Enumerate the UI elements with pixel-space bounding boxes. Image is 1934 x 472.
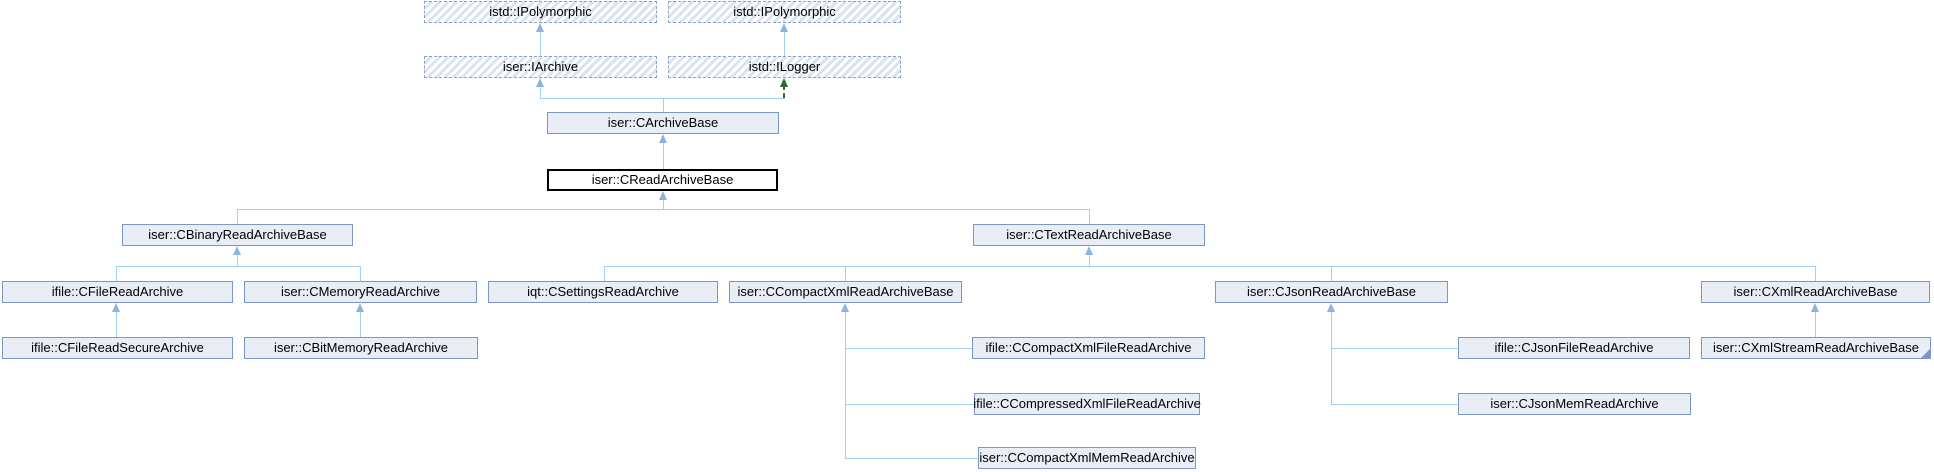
class-node-ctextreadarchivebase[interactable]: iser::CTextReadArchiveBase — [973, 224, 1205, 246]
class-node-label: iser::CMemoryReadArchive — [281, 284, 440, 299]
inheritance-arrowhead — [659, 191, 667, 200]
class-node-label: ifile::CCompressedXmlFileReadArchive — [973, 396, 1201, 411]
edge-segment — [237, 209, 1090, 210]
edge-segment — [116, 311, 117, 337]
edge-segment — [237, 209, 238, 224]
edge-segment — [1815, 311, 1816, 337]
class-node-creadarchivebase: iser::CReadArchiveBase — [547, 169, 778, 191]
class-node-cfilereadsecurearchive[interactable]: ifile::CFileReadSecureArchive — [2, 337, 233, 359]
edge-segment — [116, 266, 117, 281]
inheritance-arrowhead — [112, 303, 120, 312]
edge-segment — [783, 85, 787, 98]
class-node-label: ifile::CFileReadSecureArchive — [31, 340, 204, 355]
class-node-carchivebase[interactable]: iser::CArchiveBase — [547, 112, 779, 134]
edge-segment — [663, 99, 664, 112]
class-node-label: iser::CReadArchiveBase — [591, 172, 734, 187]
edge-segment — [845, 311, 846, 458]
edge-segment — [1331, 348, 1458, 349]
inheritance-arrowhead — [780, 23, 788, 32]
inheritance-arrowhead — [841, 303, 849, 312]
class-node-ipolymorphic-2[interactable]: istd::IPolymorphic — [668, 1, 901, 23]
class-node-label: iser::CTextReadArchiveBase — [1006, 227, 1172, 242]
edge-segment — [663, 142, 664, 169]
edge-segment — [1815, 266, 1816, 281]
class-node-csettingsreadarchive[interactable]: iqt::CSettingsReadArchive — [488, 281, 718, 303]
class-node-label: ifile::CCompactXmlFileReadArchive — [985, 340, 1192, 355]
edge-segment — [845, 458, 979, 459]
class-node-cjsonfilereadarchive[interactable]: ifile::CJsonFileReadArchive — [1458, 337, 1690, 359]
inheritance-arrowhead — [780, 78, 788, 87]
class-node-ccompressedxmlfilereadarchive[interactable]: ifile::CCompressedXmlFileReadArchive — [973, 393, 1201, 415]
class-node-label: iser::CBitMemoryReadArchive — [273, 340, 449, 355]
class-node-label: iser::CJsonMemReadArchive — [1490, 396, 1659, 411]
edge-segment — [845, 404, 975, 405]
edge-segment — [604, 266, 1816, 267]
class-node-cxmlstreamreadarchivebase[interactable]: iser::CXmlStreamReadArchiveBase — [1701, 337, 1931, 359]
inheritance-arrowhead — [1085, 246, 1093, 255]
class-node-ccompactxmlreadarchivebase[interactable]: iser::CCompactXmlReadArchiveBase — [729, 281, 962, 303]
inheritance-arrowhead — [1811, 303, 1819, 312]
class-node-cxmlreadarchivebase[interactable]: iser::CXmlReadArchiveBase — [1701, 281, 1930, 303]
edge-segment — [1331, 266, 1332, 281]
edge-segment — [1331, 311, 1332, 404]
class-node-label: iqt::CSettingsReadArchive — [527, 284, 679, 299]
class-node-label: iser::CJsonReadArchiveBase — [1246, 284, 1417, 299]
inheritance-arrowhead — [536, 23, 544, 32]
class-node-label: iser::CXmlReadArchiveBase — [1733, 284, 1898, 299]
class-node-cbinaryreadarchivebase[interactable]: iser::CBinaryReadArchiveBase — [122, 224, 353, 246]
edge-segment — [845, 266, 846, 281]
class-node-cjsonreadarchivebase[interactable]: iser::CJsonReadArchiveBase — [1215, 281, 1448, 303]
class-node-ccompactxmlmemreadarchive[interactable]: iser::CCompactXmlMemReadArchive — [978, 447, 1196, 469]
class-node-label: iser::CXmlStreamReadArchiveBase — [1713, 340, 1919, 355]
class-node-label: istd::IPolymorphic — [733, 4, 836, 19]
edge-segment — [237, 254, 238, 266]
edge-segment — [116, 266, 361, 267]
class-node-cmemoryreadarchive[interactable]: iser::CMemoryReadArchive — [244, 281, 477, 303]
class-node-label: iser::CCompactXmlReadArchiveBase — [737, 284, 954, 299]
class-node-cbitmemoryreadarchive[interactable]: iser::CBitMemoryReadArchive — [244, 337, 478, 359]
class-node-label: ifile::CJsonFileReadArchive — [1494, 340, 1654, 355]
class-node-label: iser::IArchive — [502, 59, 579, 74]
edge-segment — [540, 86, 541, 99]
edge-segment — [663, 199, 664, 209]
class-node-label: istd::ILogger — [748, 59, 821, 74]
edge-segment — [845, 348, 973, 349]
class-node-label: istd::IPolymorphic — [489, 4, 592, 19]
truncated-corner-icon — [1921, 349, 1930, 358]
class-node-ilogger[interactable]: istd::ILogger — [668, 56, 901, 78]
inheritance-arrowhead — [1327, 303, 1335, 312]
edge-segment — [540, 98, 785, 99]
class-node-ccompactxmlfilereadarchive[interactable]: ifile::CCompactXmlFileReadArchive — [972, 337, 1205, 359]
edge-segment — [1089, 254, 1090, 266]
class-node-label: iser::CBinaryReadArchiveBase — [148, 227, 327, 242]
inheritance-arrowhead — [659, 134, 667, 143]
class-node-label: iser::CArchiveBase — [607, 115, 719, 130]
edge-segment — [360, 311, 361, 337]
class-node-cjsonmemreadarchive[interactable]: iser::CJsonMemReadArchive — [1458, 393, 1691, 415]
class-node-cfilereadarchive[interactable]: ifile::CFileReadArchive — [2, 281, 233, 303]
inheritance-arrowhead — [536, 78, 544, 87]
edge-segment — [784, 31, 785, 56]
edge-segment — [604, 266, 605, 281]
class-node-label: ifile::CFileReadArchive — [51, 284, 184, 299]
edge-segment — [360, 266, 361, 281]
inheritance-arrowhead — [233, 246, 241, 255]
edge-segment — [540, 31, 541, 56]
edge-segment — [1089, 209, 1090, 224]
edge-segment — [1331, 404, 1458, 405]
inheritance-arrowhead — [356, 303, 364, 312]
class-node-iarchive[interactable]: iser::IArchive — [424, 56, 657, 78]
class-node-label: iser::CCompactXmlMemReadArchive — [979, 450, 1195, 465]
class-node-ipolymorphic-1[interactable]: istd::IPolymorphic — [424, 1, 657, 23]
